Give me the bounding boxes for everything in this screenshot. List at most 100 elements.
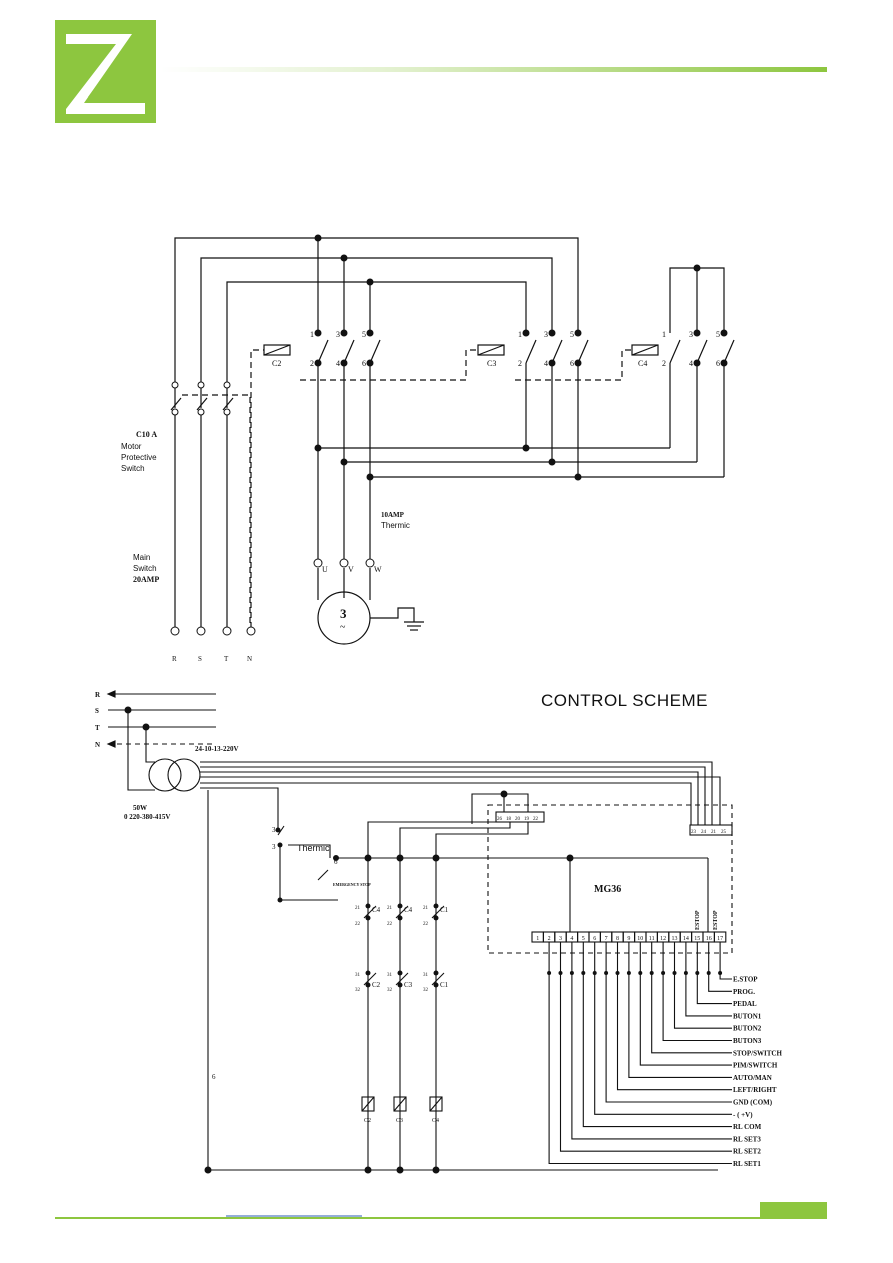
top-pin-2: 18 [506,817,512,822]
estop-vertical-2: ESTOP [713,910,719,930]
terminal-pin-label: 11 [649,936,655,942]
aux-21-b: 21 [387,906,393,911]
terminal-pin-label: 7 [605,936,608,942]
coil-col-1-slash [361,1096,375,1112]
interlock-dashed-2 [182,394,251,628]
transformer-feed-s [127,710,155,791]
transformer-secondary-label: 24-10-13-220V [195,745,239,753]
signal-wire [708,942,732,992]
signal-node [547,971,552,975]
c2-term-6: 6 [362,359,366,368]
c2-term-3: 3 [336,330,340,339]
signal-wire [696,942,732,1005]
c2-term-5: 5 [362,330,366,339]
c2-term-2: 2 [310,359,314,368]
feed-line-t [226,281,527,383]
thermic-line [288,844,331,858]
phase-arrow-r [106,690,116,698]
signal-node [615,971,620,975]
signal-wires [548,942,732,1165]
signal-label: BUTON3 [733,1037,762,1045]
power-open-terminals [170,381,375,636]
c3-term-1: 1 [518,330,522,339]
signal-node [718,971,723,975]
signal-label: RL SET1 [733,1160,761,1168]
signal-wire [571,942,732,1140]
supply-label-s: S [198,655,202,663]
mps-blade-s [196,397,208,411]
right-pin-2: 24 [701,830,707,835]
coil-label-1: C2 [364,1118,371,1124]
coil-label-3: C4 [432,1118,439,1124]
terminal-pin-label: 8 [616,936,619,942]
aux-22-a: 22 [355,922,361,927]
right-pin-4: 25 [721,830,727,835]
signal-label: STOP/SWITCH [733,1049,782,1057]
signal-label: PEDAL [733,1000,757,1008]
interlock-dashed [250,349,264,628]
c3-term-5: 5 [570,330,574,339]
coil-c3-slash [477,344,505,356]
signal-wire [582,942,732,1128]
aux-21-c: 21 [423,906,429,911]
signal-wire [628,942,732,1078]
col-1-line [367,821,496,1170]
c3-dashed [300,349,478,381]
signal-node [649,971,654,975]
power-labels: 1 3 5 2 4 6 1 3 5 2 4 6 1 3 5 2 4 6 C2 C… [121,330,720,663]
transformer-primary-1: 50W [133,804,147,812]
aux-32-a: 32 [355,988,361,993]
aux-31-c: 31 [423,973,429,978]
c3-term-6: 6 [570,359,574,368]
terminal-pin-label: 4 [570,936,573,942]
signal-wire [719,942,732,980]
top-pin-5: 22 [533,817,539,822]
coil-col-1 [361,1096,375,1112]
terminal-pin-label: 6 [593,936,596,942]
supply-label-r: R [172,655,177,663]
top-pin-3: 20 [515,817,521,822]
phase-label-t: T [95,724,100,732]
signal-label: AUTO/MAN [733,1074,772,1082]
aux-32-c: 32 [423,988,429,993]
coil-c2 [263,344,291,356]
signal-wire [548,942,732,1165]
estop-blade [317,869,329,881]
signal-wire [685,942,732,1017]
secondary-2 [200,766,706,825]
signal-node [581,971,586,975]
signal-label: - ( +V) [733,1111,753,1119]
top-pin-4: 19 [524,817,530,822]
main-switch-label-3: 20AMP [133,575,159,584]
signal-label: PROG. [733,988,755,996]
header-rule [160,67,827,72]
c3-term-3: 3 [544,330,548,339]
control-heading: CONTROL SCHEME [541,691,708,710]
terminal-pin-label: 13 [672,936,678,942]
signal-node [661,971,666,975]
signal-label: RL SET2 [733,1148,761,1156]
transformer-primary-2: 0 220-380-415V [124,813,170,821]
c3-term-4: 4 [544,359,548,368]
motor-phase-label: 3 [340,606,347,621]
mps-label-3: Protective [121,453,157,462]
signal-wire [673,942,732,1029]
signal-node [638,971,643,975]
aux-contacts [363,905,445,986]
mps-blade-r [170,397,182,411]
control-labels: R S T N 24-10-13-220V 50W 0 220-380-415V… [95,691,727,1124]
c4-term-3: 3 [689,330,693,339]
secondary-1 [200,761,713,825]
signal-label: RL COM [733,1123,762,1131]
col2-contact-label-bottom: C3 [404,981,413,989]
power-diagram [170,237,735,645]
c4-term-4: 4 [689,359,693,368]
terminal-pin-label: 2 [548,936,551,942]
coil-c3 [477,344,505,356]
footer-rule [55,1217,827,1219]
contactor-c4-label: C4 [638,359,647,368]
coil-c4 [631,344,659,356]
coil-col-2-slash [393,1096,407,1112]
col3-contact-label-bottom: C1 [440,981,449,989]
signal-wire [639,942,732,1066]
